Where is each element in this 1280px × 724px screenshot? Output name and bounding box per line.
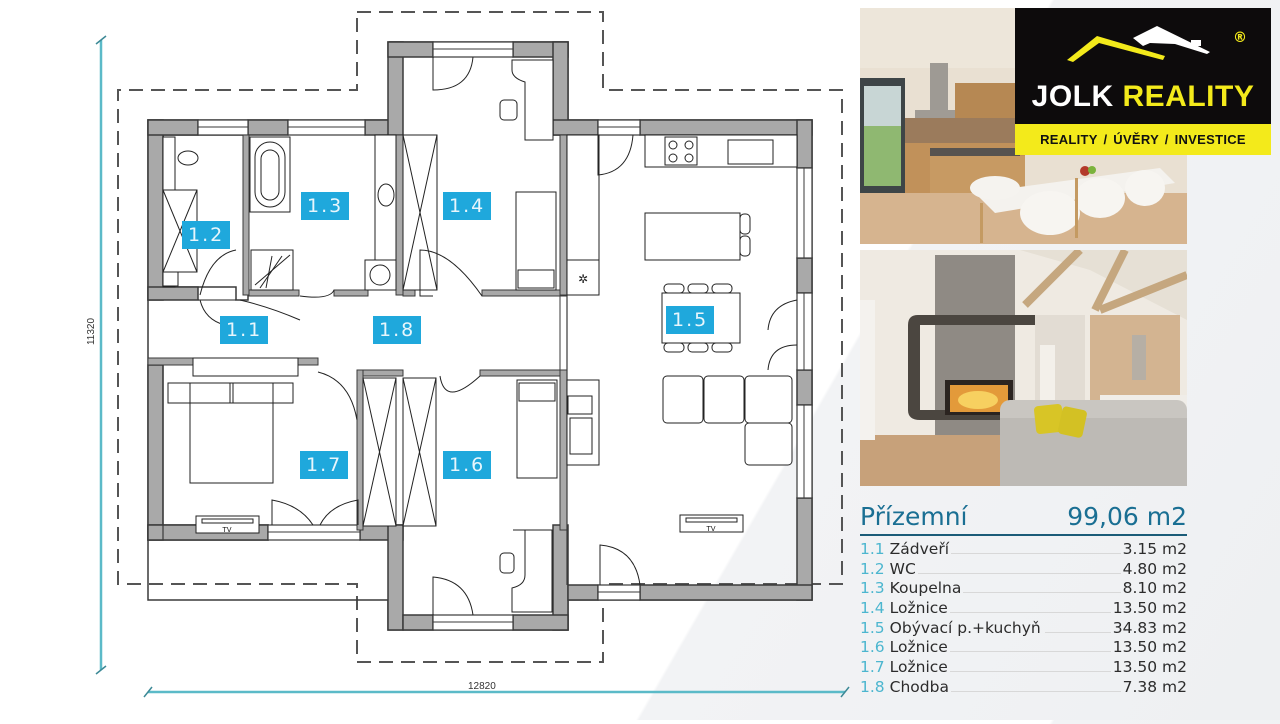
room-name: WC [889,559,916,578]
room-name: Ložnice [889,658,948,677]
svg-text:TV: TV [221,526,231,534]
dimension-height-label: 11320 [86,317,98,346]
room-label-1-7: 1.7 [300,451,349,479]
room-name: Obývací p.+kuchyň [889,618,1041,637]
floor-plan-drawing: ✲ TV [95,11,850,698]
roof-outline [117,11,843,663]
room-name: Koupelna [889,579,962,598]
room-label-1-3: 1.3 [301,192,350,220]
floor-title: Přízemní [860,502,968,531]
brand-name: JOLK REALITY [1015,80,1271,114]
bathroom-fixtures [249,134,438,291]
kitchen-units: ✲ [566,134,798,296]
living-doors [599,299,798,586]
living-room-photo [860,250,1187,486]
room-number: 1.1 [860,540,885,558]
svg-text:✲: ✲ [578,272,588,286]
svg-text:TV: TV [705,525,715,533]
room-number: 1.6 [860,638,885,657]
room-label-1-4: 1.4 [443,192,492,220]
kitchen-island-stools [739,213,751,257]
room-name: Ložnice [889,599,948,618]
living-tv: TV [679,514,744,533]
room-area: 4.80 m2 [1122,559,1187,578]
room-area: 8.10 m2 [1122,579,1187,598]
bedroom-1-6-furniture [432,375,558,616]
brand-name-white: JOLK [1031,80,1114,113]
room-label-1-8: 1.8 [373,316,422,344]
brand-name-yellow: REALITY [1122,80,1255,113]
wardrobes [362,377,437,527]
room-area: 13.50 m2 [1112,599,1187,618]
dimension-width-label: 12820 [468,681,496,692]
walls [147,41,813,631]
room-number: 1.5 [860,618,885,637]
room-number: 1.7 [860,658,885,677]
floor-plan: ✲ TV [86,11,850,698]
room-label-1-5: 1.5 [666,306,715,334]
room-label-1-6: 1.6 [443,451,492,479]
sofa [662,375,793,466]
roof-logo-icon [1067,26,1210,62]
hall-stove [566,379,600,466]
room-area: 3.15 m2 [1122,540,1187,558]
wc-fixtures [162,136,199,288]
room-name: Chodba [889,677,949,696]
bedroom-1-4-furniture [419,56,557,297]
room-area: 7.38 m2 [1122,677,1187,696]
windows [197,41,813,631]
area-table-header: Přízemní 99,06 m2 [860,498,1187,536]
bedroom-1-7-furniture: TV [167,357,359,534]
floor-total-area: 99,06 m2 [1067,502,1187,531]
registered-mark: ® [1233,30,1247,46]
jolk-reality-logo: ® JOLK REALITY REALITY / ÚVĚRY / INVESTI… [1015,8,1271,155]
dimension-lines [99,40,845,694]
room-label-1-1: 1.1 [220,316,269,344]
room-number: 1.4 [860,599,885,618]
room-number: 1.2 [860,559,885,578]
room-area: 13.50 m2 [1112,658,1187,677]
room-number: 1.8 [860,677,885,696]
room-area: 13.50 m2 [1112,638,1187,657]
brand-tagline: REALITY / ÚVĚRY / INVESTICE [1015,124,1271,155]
room-number: 1.3 [860,579,885,598]
room-area: 34.83 m2 [1112,618,1187,637]
room-label-1-2: 1.2 [182,221,231,249]
room-name: Ložnice [889,638,948,657]
room-name: Zádveří [889,540,949,558]
